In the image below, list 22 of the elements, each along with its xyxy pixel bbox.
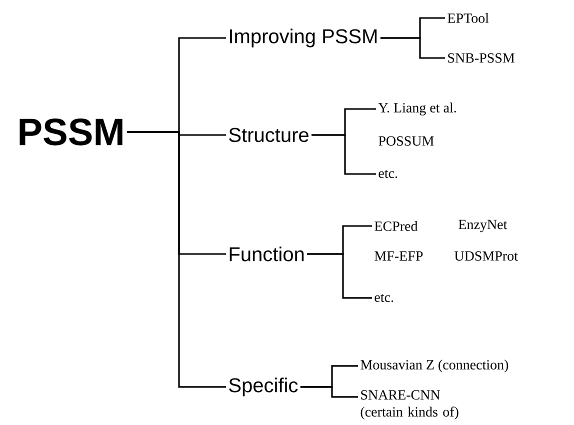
leaf-label: UDSMProt <box>454 251 518 261</box>
leaf-label: etc. <box>374 294 394 302</box>
connector-line <box>380 37 445 59</box>
leaf-label: EnzyNet <box>458 220 508 232</box>
connector-line <box>127 131 226 388</box>
leaf-label: POSSUM <box>378 136 434 146</box>
category-label: Specific <box>229 378 298 396</box>
category-label: Improving PSSM <box>230 28 377 48</box>
leaf-label: ECPred <box>374 221 418 231</box>
leaf-label: Mousavian Z (connection) <box>360 360 508 372</box>
root-label: PSSM <box>20 118 122 146</box>
connector-line <box>300 386 358 398</box>
leaf-label: etc. <box>378 170 398 178</box>
leaf-label: SNARE-CNN (certain kinds of) <box>360 390 458 420</box>
connector-line <box>307 253 372 299</box>
category-label: Structure <box>229 128 308 142</box>
leaf-label: EPTool <box>448 13 489 23</box>
leaf-label: MF-EFP <box>374 251 423 261</box>
leaf-label: Y. Liang et al. <box>378 102 456 116</box>
leaf-label: SNB-PSSM <box>448 53 514 63</box>
connector-line <box>312 134 376 175</box>
category-label: Function <box>230 246 304 262</box>
